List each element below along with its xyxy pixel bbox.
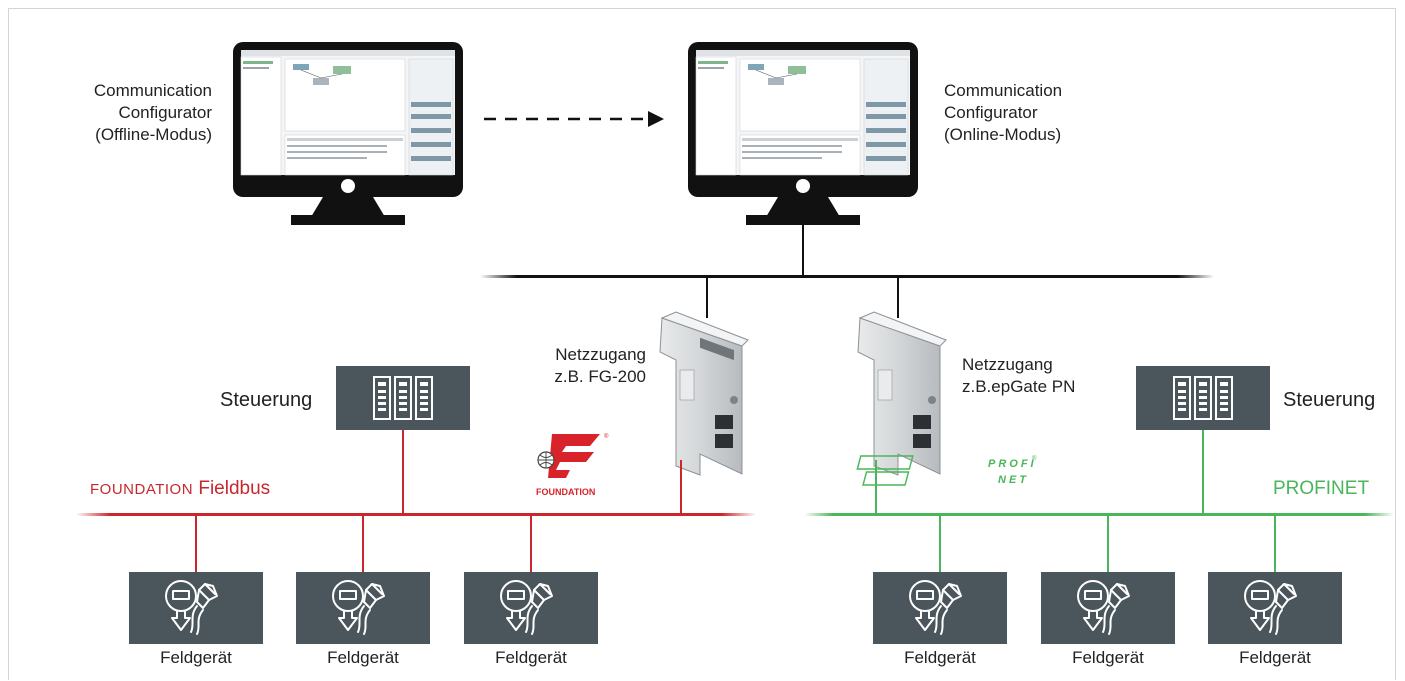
profinet-bus-line (804, 513, 1394, 516)
monitor-online (687, 41, 919, 226)
gateway-fg200-label: Netzzugang z.B. FG-200 (520, 344, 646, 388)
foundation-smallcaps: FOUNDATION (90, 481, 194, 498)
foundation-bus-line (76, 513, 756, 516)
gateway-epgate-device (857, 311, 947, 476)
field-device-1 (128, 571, 264, 645)
monitor-offline-label-line2: Configurator (118, 103, 212, 122)
monitor-online-label: Communication Configurator (Online-Modus… (944, 80, 1062, 146)
gateway-fg200-device (659, 311, 749, 476)
diagram-frame (8, 8, 1396, 680)
gateway-epgate-label: Netzzugang z.B.epGate PN (962, 354, 1075, 398)
field-device-6-label: Feldgerät (1239, 648, 1311, 667)
svg-text:®: ® (604, 433, 609, 440)
foundation-fieldbus-label: FOUNDATION Fieldbus (90, 478, 270, 500)
field-device-4 (872, 571, 1008, 645)
field-device-2 (295, 571, 431, 645)
monitor-offline-label-line3: (Offline-Modus) (95, 125, 212, 144)
field-device-1-label: Feldgerät (160, 648, 232, 667)
gateway-fg200-label-line1: Netzzugang (555, 345, 646, 364)
profinet-logo-line1: PROFI (988, 458, 1037, 470)
monitor-offline-label: Communication Configurator (Offline-Modu… (40, 80, 212, 146)
foundation-logo-text: FOUNDATION (536, 487, 595, 497)
foundation-logo: FOUNDATION ® (536, 433, 609, 497)
gateway-epgate-label-line1: Netzzugang (962, 355, 1053, 374)
arrow-head (648, 111, 664, 127)
monitor-online-label-line3: (Online-Modus) (944, 125, 1062, 144)
monitor-online-label-line2: Configurator (944, 103, 1038, 122)
field-device-3-label: Feldgerät (495, 648, 567, 667)
controller-profinet (1135, 365, 1271, 431)
monitor-online-label-line1: Communication (944, 81, 1063, 100)
profinet-logo-line2: NET (998, 474, 1029, 486)
profinet-logo: PROFI NET ® (856, 455, 1037, 486)
ethernet-backbone (480, 275, 1214, 278)
gateway-epgate-label-line2: z.B.epGate PN (962, 377, 1076, 396)
controller-profinet-label: Steuerung (1283, 389, 1376, 411)
profinet-label: PROFINET (1273, 478, 1370, 499)
gateway-fg200-label-line2: z.B. FG-200 (554, 367, 646, 386)
field-device-4-label: Feldgerät (904, 648, 976, 667)
controller-foundation-label: Steuerung (220, 389, 313, 411)
svg-text:®: ® (1032, 455, 1037, 462)
monitor-offline-label-line1: Communication (93, 81, 212, 100)
field-device-5-label: Feldgerät (1072, 648, 1144, 667)
controller-foundation (335, 365, 471, 431)
field-device-6 (1207, 571, 1343, 645)
monitor-offline (232, 41, 464, 226)
field-device-2-label: Feldgerät (327, 648, 399, 667)
field-device-5 (1040, 571, 1176, 645)
field-device-3 (463, 571, 599, 645)
foundation-rest: Fieldbus (193, 478, 271, 499)
